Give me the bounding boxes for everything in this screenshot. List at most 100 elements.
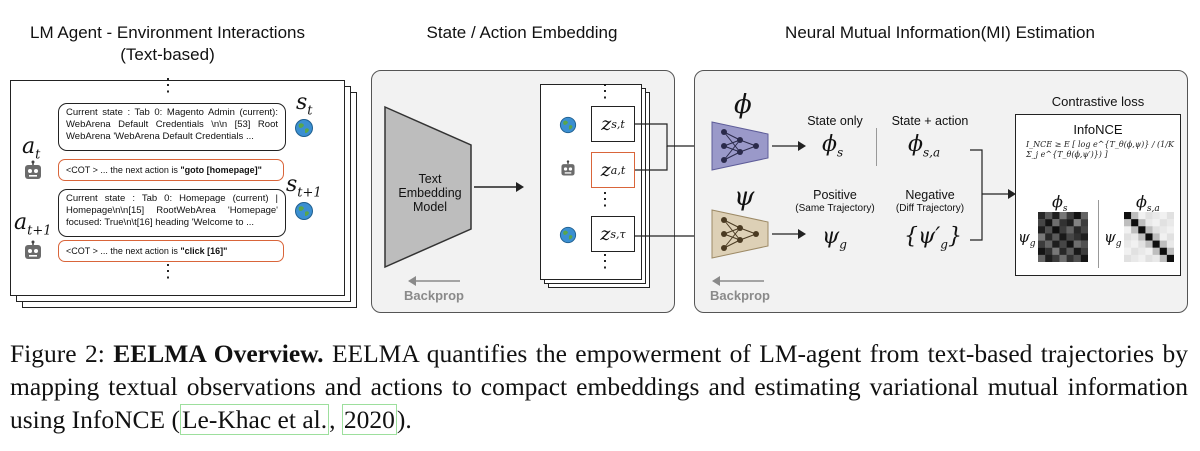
heatmap-cell bbox=[1145, 226, 1153, 234]
heatmap-cell bbox=[1052, 219, 1060, 227]
state-label-t1: st+1 bbox=[286, 172, 322, 201]
heatmap-cell bbox=[1045, 233, 1053, 241]
heatmap-cell bbox=[1052, 247, 1060, 256]
heatmap-phi-sa-label: ϕs,a bbox=[1136, 192, 1160, 215]
heatmap-phi-sa bbox=[1124, 212, 1174, 262]
text-embedding-model-shape bbox=[384, 105, 472, 269]
caption-prefix: Figure 2: bbox=[10, 339, 114, 368]
heatmap-cell bbox=[1080, 226, 1088, 234]
heatmap-cell bbox=[1045, 247, 1053, 256]
heatmap-cell bbox=[1166, 233, 1174, 241]
heatmap-cell bbox=[1124, 226, 1132, 234]
heatmap-cell bbox=[1152, 254, 1160, 262]
heatmap-row-label-2: ψg bbox=[1104, 228, 1122, 249]
heatmap-cell bbox=[1145, 219, 1153, 227]
heatmap-row-label-1: ψg bbox=[1018, 228, 1036, 249]
backprop-arrow-left bbox=[408, 276, 460, 286]
heatmap-cell bbox=[1124, 247, 1132, 256]
heatmap-cell bbox=[1038, 226, 1046, 234]
cot-prefix-t1: <COT > ... the next action is bbox=[66, 246, 181, 256]
heatmap-cell bbox=[1166, 240, 1174, 248]
heatmap-cell bbox=[1131, 226, 1139, 234]
heatmap-cell bbox=[1145, 212, 1153, 220]
heatmap-cell bbox=[1152, 233, 1160, 241]
heatmap-cell bbox=[1066, 212, 1074, 220]
heatmap-cell bbox=[1131, 247, 1139, 256]
heatmap-cell bbox=[1159, 247, 1168, 256]
heatmap-cell bbox=[1073, 233, 1082, 241]
cot-action-t: <COT > ... the next action is "goto [hom… bbox=[58, 159, 284, 181]
heatmap-cell bbox=[1159, 240, 1168, 248]
psi-network-icon bbox=[711, 209, 769, 259]
heatmap-cell bbox=[1145, 247, 1153, 256]
heatmap-cell bbox=[1124, 240, 1132, 248]
heatmap-cell bbox=[1124, 233, 1132, 241]
heatmap-cell bbox=[1159, 219, 1168, 227]
heatmap-cell bbox=[1066, 233, 1074, 241]
heatmap-cell bbox=[1038, 240, 1046, 248]
embedding-top-ellipsis: ⋮ bbox=[596, 81, 614, 101]
left-header-title: LM Agent - Environment Interactions bbox=[30, 23, 305, 42]
heatmap-cell bbox=[1038, 233, 1046, 241]
merge-bracket-arrow bbox=[970, 149, 1016, 241]
heatmap-cell bbox=[1073, 219, 1082, 227]
heatmap-cell bbox=[1080, 254, 1088, 262]
heatmap-cell bbox=[1131, 212, 1139, 220]
heatmap-cell bbox=[1066, 226, 1074, 234]
globe-icon bbox=[295, 202, 313, 220]
heatmap-cell bbox=[1152, 247, 1160, 256]
heatmap-cell bbox=[1152, 212, 1160, 220]
left-header: LM Agent - Environment Interactions (Tex… bbox=[0, 22, 335, 66]
encoder-output-arrow bbox=[474, 182, 524, 192]
heatmap-cell bbox=[1059, 219, 1067, 227]
heatmap-cell bbox=[1131, 233, 1139, 241]
caption-suffix: ). bbox=[396, 405, 412, 434]
positive-sublabel: (Same Trajectory) bbox=[795, 203, 875, 214]
heatmap-cell bbox=[1059, 226, 1067, 234]
heatmap-cell bbox=[1124, 219, 1132, 227]
citation-author-link[interactable]: Le-Khac et al. bbox=[179, 404, 330, 435]
state-bubble-t1: Current state : Tab 0: Homepage (current… bbox=[58, 189, 286, 237]
negative-sublabel: (Diff Trajectory) bbox=[895, 203, 965, 214]
heatmap-cell bbox=[1073, 247, 1082, 256]
heatmap-cell bbox=[1066, 247, 1074, 256]
phi-s-symbol: ϕs bbox=[822, 132, 844, 160]
heatmap-cell bbox=[1038, 219, 1046, 227]
heatmap-cell bbox=[1124, 254, 1132, 262]
heatmap-cell bbox=[1159, 226, 1168, 234]
caption-text: EELMA quantifies the empowerment of LM-a… bbox=[10, 339, 1188, 434]
heatmap-cell bbox=[1066, 219, 1074, 227]
heatmap-cell bbox=[1166, 219, 1174, 227]
psi-negative-symbol: {ψ′g} bbox=[904, 224, 962, 252]
heatmap-cell bbox=[1059, 233, 1067, 241]
cot-action-t1: <COT > ... the next action is "click [16… bbox=[58, 240, 284, 262]
phi-network-icon bbox=[711, 121, 769, 171]
citation-year-link[interactable]: 2020 bbox=[341, 404, 397, 435]
heatmap-cell bbox=[1080, 219, 1088, 227]
backprop-label-middle: Backprop bbox=[404, 288, 464, 303]
heatmap-divider bbox=[1098, 200, 1099, 268]
contrastive-loss-title: Contrastive loss bbox=[1051, 94, 1145, 109]
cot-action-text-t1: "click [16]" bbox=[180, 246, 228, 256]
cot-prefix-t: <COT > ... the next action is bbox=[66, 165, 181, 175]
figure-caption: Figure 2: EELMA Overview. EELMA quantifi… bbox=[10, 337, 1188, 436]
phi-network-label: ϕ bbox=[734, 90, 752, 120]
left-top-ellipsis: ⋮ bbox=[159, 75, 177, 95]
state-action-label: State + action bbox=[891, 114, 969, 128]
heatmap-cell bbox=[1045, 212, 1053, 220]
heatmap-cell bbox=[1138, 233, 1146, 241]
heatmap-cell bbox=[1045, 226, 1053, 234]
heatmap-cell bbox=[1166, 212, 1174, 220]
heatmap-cell bbox=[1038, 212, 1046, 220]
heatmap-cell bbox=[1059, 254, 1067, 262]
robot-icon bbox=[561, 160, 575, 176]
heatmap-cell bbox=[1045, 240, 1053, 248]
heatmap-cell bbox=[1066, 240, 1074, 248]
cot-action-text-t: "goto [homepage]" bbox=[180, 165, 262, 175]
heatmap-cell bbox=[1059, 247, 1067, 256]
left-bottom-ellipsis: ⋮ bbox=[159, 261, 177, 281]
heatmap-cell bbox=[1052, 212, 1060, 220]
heatmap-cell bbox=[1138, 254, 1146, 262]
